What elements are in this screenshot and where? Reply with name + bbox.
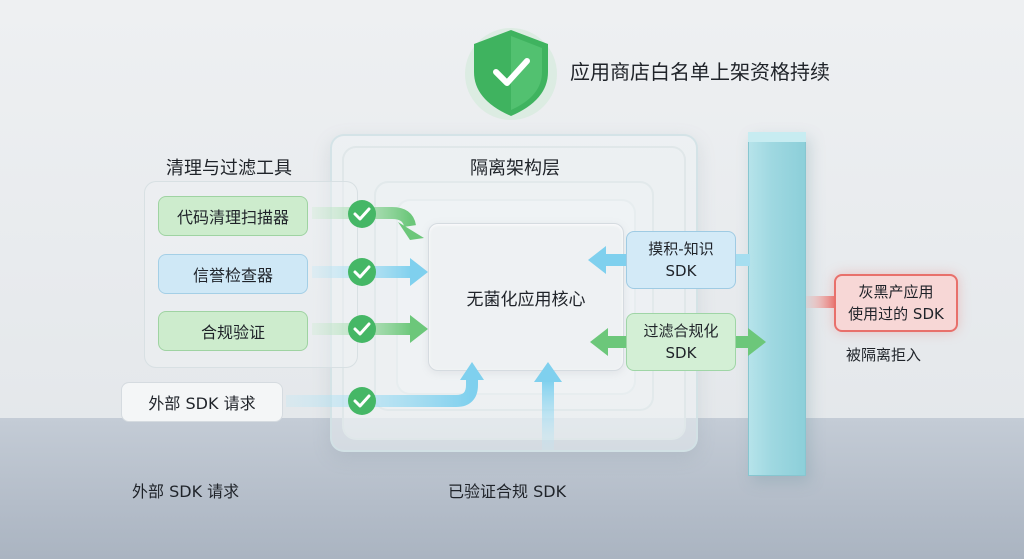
sdk-box-line1: 过滤合规化 [643, 322, 719, 340]
reputation-checker: 信誉检查器 [158, 254, 308, 294]
arrow-up-icon [286, 362, 484, 407]
code-cleaner-scanner: 代码清理扫描器 [158, 196, 308, 236]
external-sdk-request-box: 外部 SDK 请求 [121, 382, 283, 422]
arrow-left-icon [588, 246, 750, 274]
whitelist-badge-text: 应用商店白名单上架资格持续 [570, 60, 830, 84]
external-request-label: 外部 SDK 请求 [148, 394, 256, 413]
double-arrow-icon [590, 328, 766, 356]
floor-label-verified-sdk: 已验证合规 SDK [448, 482, 567, 501]
isolation-layer-title: 隔离架构层 [470, 158, 560, 179]
floor-surface [0, 418, 1024, 559]
sdk-box-line2: SDK [665, 344, 697, 362]
isolation-wall-top [748, 132, 806, 142]
check-circle-icon [348, 315, 376, 343]
arrow-up-icon [534, 362, 562, 450]
isolation-wall [748, 132, 806, 476]
check-circle-icon [348, 200, 376, 228]
knowledge-sdk-box: 摸积-知识 SDK [626, 231, 736, 289]
tools-title: 清理与过滤工具 [166, 158, 292, 179]
arrow-right-icon [312, 207, 424, 240]
blocked-gray-market-sdk-box: 灰黑产应用 使用过的 SDK [834, 274, 958, 332]
tool-label: 代码清理扫描器 [176, 208, 289, 227]
check-circle-icon [348, 258, 376, 286]
filtered-compliant-sdk-box: 过滤合规化 SDK [626, 313, 736, 371]
blocked-line1: 灰黑产应用 [858, 283, 934, 301]
sterile-app-core: 无菌化应用核心 [428, 223, 624, 371]
shield-check-icon [465, 28, 557, 120]
sdk-box-line2: SDK [665, 262, 697, 280]
check-circle-icon [348, 387, 376, 415]
floor-label-external-request: 外部 SDK 请求 [132, 482, 240, 501]
blocked-caption: 被隔离拒入 [846, 346, 922, 364]
core-label: 无菌化应用核心 [466, 289, 586, 310]
tool-label: 信誉检查器 [192, 266, 273, 285]
tool-label: 合规验证 [200, 323, 265, 342]
blocked-line2: 使用过的 SDK [848, 305, 944, 323]
blocked-arrow-icon [806, 296, 834, 308]
compliance-validation: 合规验证 [158, 311, 308, 351]
sdk-box-line1: 摸积-知识 [648, 240, 714, 258]
